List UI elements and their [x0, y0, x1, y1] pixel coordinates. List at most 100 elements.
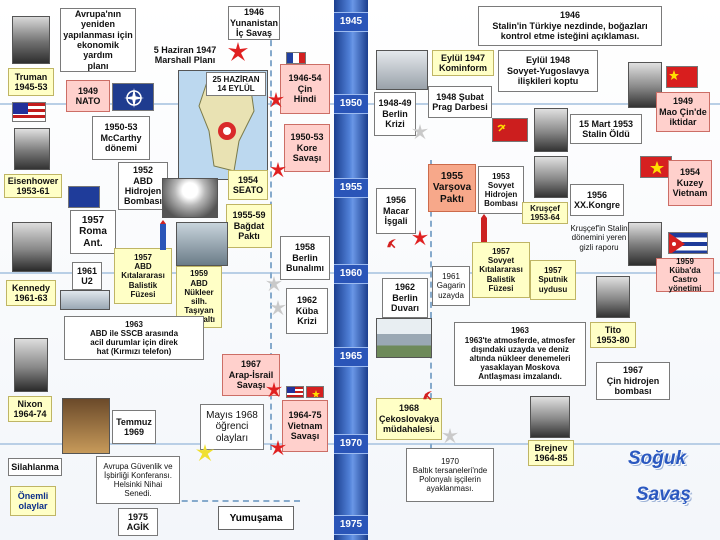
nixon-portrait [14, 338, 48, 392]
star-burst-icon [266, 276, 282, 292]
flag-usa [286, 386, 304, 398]
mccarthy-era: 1950-53 McCarthy dönemi [92, 116, 150, 160]
north-vietnam: 1954 Kuzey Vietnam [668, 160, 712, 206]
stalin-portrait [534, 108, 568, 152]
castro-regime: 1959 Küba'da Castro yönetimi [656, 257, 714, 293]
soviet-hydrogen-bomb: 1953 Sovyet Hidrojen Bombası [478, 166, 524, 214]
year-1960: 1960 [334, 264, 368, 284]
test-ban-treaty: 1963 1963'te atmosferde, atmosfer dışınd… [454, 322, 586, 386]
stalin-turkey-straits: 1946 Stalin'in Türkiye nezdinde, boğazla… [478, 6, 662, 46]
u2-incident: 1961 U2 [72, 262, 102, 290]
gagarin-in-space: 1961 Gagarin uzayda [432, 266, 470, 306]
tito-label: Tito 1953-80 [590, 322, 636, 348]
khrushchev-portrait [534, 156, 568, 198]
explosion-icon [270, 440, 286, 456]
warsaw-pact: 1955 Varşova Paktı [428, 164, 476, 212]
berlin-blockade: 1948-49 Berlin Krizi [374, 92, 416, 136]
korean-war: 1950-53 Kore Savaşı [284, 124, 330, 172]
star-burst-icon [442, 428, 458, 444]
year-1955: 1955 [334, 178, 368, 198]
czechoslovakia-intervention: 1968 Çekoslovakya müdahalesi. [376, 398, 442, 440]
year-1975: 1975 [334, 515, 368, 535]
berlin-wall-photo [376, 318, 432, 358]
sputnik: 1957 Sputnik uydusu [530, 260, 576, 300]
prague-coup: 1948 Şubat Prag Darbesi [428, 86, 492, 118]
flag-eu [68, 186, 100, 208]
explosion-icon [228, 42, 248, 61]
flag-ussr [492, 118, 528, 142]
legend-onemli-olaylar: Önemli olaylar [10, 486, 56, 516]
kominform: Eylül 1947 Kominform [432, 50, 494, 76]
title-line-1: Soğuk [628, 448, 687, 469]
marshall-plan-description: Avrupa'nın yeniden yapılanması için ekon… [60, 8, 136, 72]
hotline-agreement: 1963 ABD ile SSCB arasında acil durumlar… [64, 316, 204, 360]
soviet-yugoslav-split: Eylül 1948 Sovyet-Yugoslavya ilişkileri … [498, 50, 598, 92]
dashed-connector-right [430, 160, 432, 470]
flag-vietnam [306, 386, 324, 398]
stalin-death: 15 Mart 1953 Stalin Öldü [570, 114, 642, 144]
flag-nato [112, 83, 154, 111]
explosion-icon [412, 230, 428, 246]
secret-speech-note: Kruşçef'in Stalin dönemini yeren gizli r… [570, 224, 628, 252]
kennedy-label: Kennedy 1961-63 [6, 280, 56, 306]
missile-icon [160, 220, 166, 250]
hungary-invasion: 1956 Macar İşgali [376, 188, 416, 234]
castro-portrait [628, 222, 662, 266]
polish-workers-uprising: 1970 Baltık tersaneleri'nde Polonyalı iş… [406, 448, 494, 502]
year-1965: 1965 [334, 347, 368, 367]
marshall-plan-date: 5 Haziran 1947 Marshall Planı [153, 44, 217, 65]
us-icbm: 1957 ABD Kıtalararası Balistik Füzesi [114, 248, 172, 304]
soviet-icbm: 1957 Sovyet Kıtalararası Balistik Füzesi [472, 242, 530, 298]
twentieth-congress: 1956 XX.Kongre [570, 184, 624, 216]
moon-landing: Temmuz 1969 [112, 410, 156, 444]
treaty-of-rome: 1957 Roma Ant. [70, 210, 116, 254]
baghdad-pact: 1955-59 Bağdat Paktı [226, 204, 272, 248]
star-burst-icon [196, 444, 214, 462]
u2-plane-photo [60, 290, 110, 310]
explosion-icon [270, 162, 286, 178]
korea-map-label: 25 HAZİRAN 14 EYLÜL [206, 72, 266, 96]
vietnam-war: 1964-75 Vietnam Savaşı [282, 400, 328, 452]
mao-takes-power: 1949 Mao Çin'de iktidar [656, 92, 710, 132]
explosion-icon [268, 92, 284, 108]
helsinki-final-act: Avrupa Güvenlik ve İşbirliği Konferansı.… [96, 456, 180, 504]
mushroom-cloud-photo [162, 178, 218, 218]
nato-founding: 1949 NATO [66, 80, 110, 112]
brezhnev-portrait [530, 396, 570, 438]
flag-usa [12, 102, 46, 122]
title-line-2: Savaş [636, 484, 691, 505]
hammer-sickle-icon [387, 239, 396, 249]
truman-label: Truman 1945-53 [8, 68, 54, 96]
hammer-sickle-icon [423, 391, 432, 401]
explosion-icon [266, 382, 282, 398]
truman-portrait [12, 16, 50, 64]
dashed-connector-bottom [100, 500, 300, 502]
flag-china [666, 66, 698, 88]
flag-france [286, 52, 306, 64]
kennedy-portrait [12, 222, 52, 272]
greek-civil-war: 1946 Yunanistan İç Savaş [228, 6, 280, 40]
eisenhower-label: Eisenhower 1953-61 [4, 174, 62, 198]
tito-portrait [596, 276, 630, 318]
legend-silahlanma: Silahlanma [8, 458, 62, 476]
may-1968-events: Mayıs 1968 öğrenci olayları [200, 404, 264, 450]
star-burst-icon [270, 300, 286, 316]
seato: 1954 SEATO [228, 170, 268, 200]
us-hydrogen-bomb: 1952 ABD Hidrojen Bombası [118, 162, 168, 210]
moon-landing-photo [62, 398, 110, 454]
berlin-crisis-1958: 1958 Berlin Bunalımı [280, 236, 330, 280]
submarine-photo [176, 222, 228, 266]
eisenhower-portrait [14, 128, 50, 170]
csce-1975: 1975 AGİK [118, 508, 158, 536]
year-1945: 1945 [334, 12, 368, 32]
missile-icon [481, 214, 487, 244]
flag-cuba [668, 232, 708, 254]
khrushchev-label: Kruşçef 1953-64 [522, 202, 568, 224]
berlin-airlift-photo [376, 50, 428, 90]
year-1970: 1970 [334, 434, 368, 454]
star-burst-icon [412, 124, 428, 140]
cuban-missile-crisis: 1962 Küba Krizi [286, 288, 328, 334]
year-1950: 1950 [334, 94, 368, 114]
detente-label: Yumuşama [218, 506, 294, 530]
berlin-wall: 1962 Berlin Duvarı [382, 278, 428, 318]
